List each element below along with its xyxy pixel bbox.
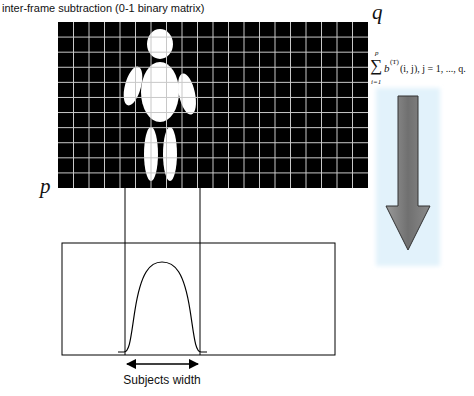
- grid-line: [275, 22, 276, 188]
- grid-line: [259, 22, 260, 188]
- matrix-caption: inter-frame subtraction (0-1 binary matr…: [2, 3, 204, 14]
- grid-line: [213, 22, 214, 188]
- down-arrow: [386, 96, 430, 250]
- histogram-frame: [62, 243, 335, 355]
- grid-line: [58, 97, 368, 98]
- column-count: q: [372, 2, 383, 23]
- grid-line: [104, 22, 105, 188]
- frame-index: (T): [390, 59, 399, 66]
- grid-line: [321, 22, 322, 188]
- formula-args: (i, j), j = 1, ..., q.: [400, 64, 466, 74]
- grid-line: [58, 172, 368, 173]
- grid-line: [58, 112, 368, 113]
- grid-line: [58, 127, 368, 128]
- sum-lower-limit: i=1: [371, 79, 381, 86]
- grid-line: [58, 142, 368, 143]
- sum-upper-limit: p: [375, 50, 379, 57]
- guide-line: [125, 188, 126, 355]
- grid-line: [166, 22, 167, 188]
- grid-line: [58, 67, 368, 68]
- grid-line: [58, 37, 368, 38]
- row-count: p: [40, 176, 51, 197]
- projection-curve: [118, 262, 207, 352]
- grid-lines: [58, 22, 368, 188]
- matrix-symbol: b: [384, 63, 390, 74]
- guide-line: [200, 188, 201, 355]
- grid-line: [337, 22, 338, 188]
- grid-line: [182, 22, 183, 188]
- grid-line: [306, 22, 307, 188]
- grid-line: [290, 22, 291, 188]
- width-label: Subjects width: [123, 374, 200, 386]
- grid-line: [89, 22, 90, 188]
- grid-line: [228, 22, 229, 188]
- grid-line: [197, 22, 198, 188]
- grid-line: [120, 22, 121, 188]
- grid-line: [151, 22, 152, 188]
- grid-line: [58, 52, 368, 53]
- grid-line: [135, 22, 136, 188]
- grid-line: [58, 82, 368, 83]
- arrow-ground: [376, 88, 440, 266]
- sum-symbol: ∑: [370, 57, 382, 74]
- grid-line: [58, 157, 368, 158]
- grid-line: [352, 22, 353, 188]
- grid-line: [244, 22, 245, 188]
- width-arrow: [127, 363, 198, 365]
- grid-line: [73, 22, 74, 188]
- binary-matrix: [58, 22, 368, 188]
